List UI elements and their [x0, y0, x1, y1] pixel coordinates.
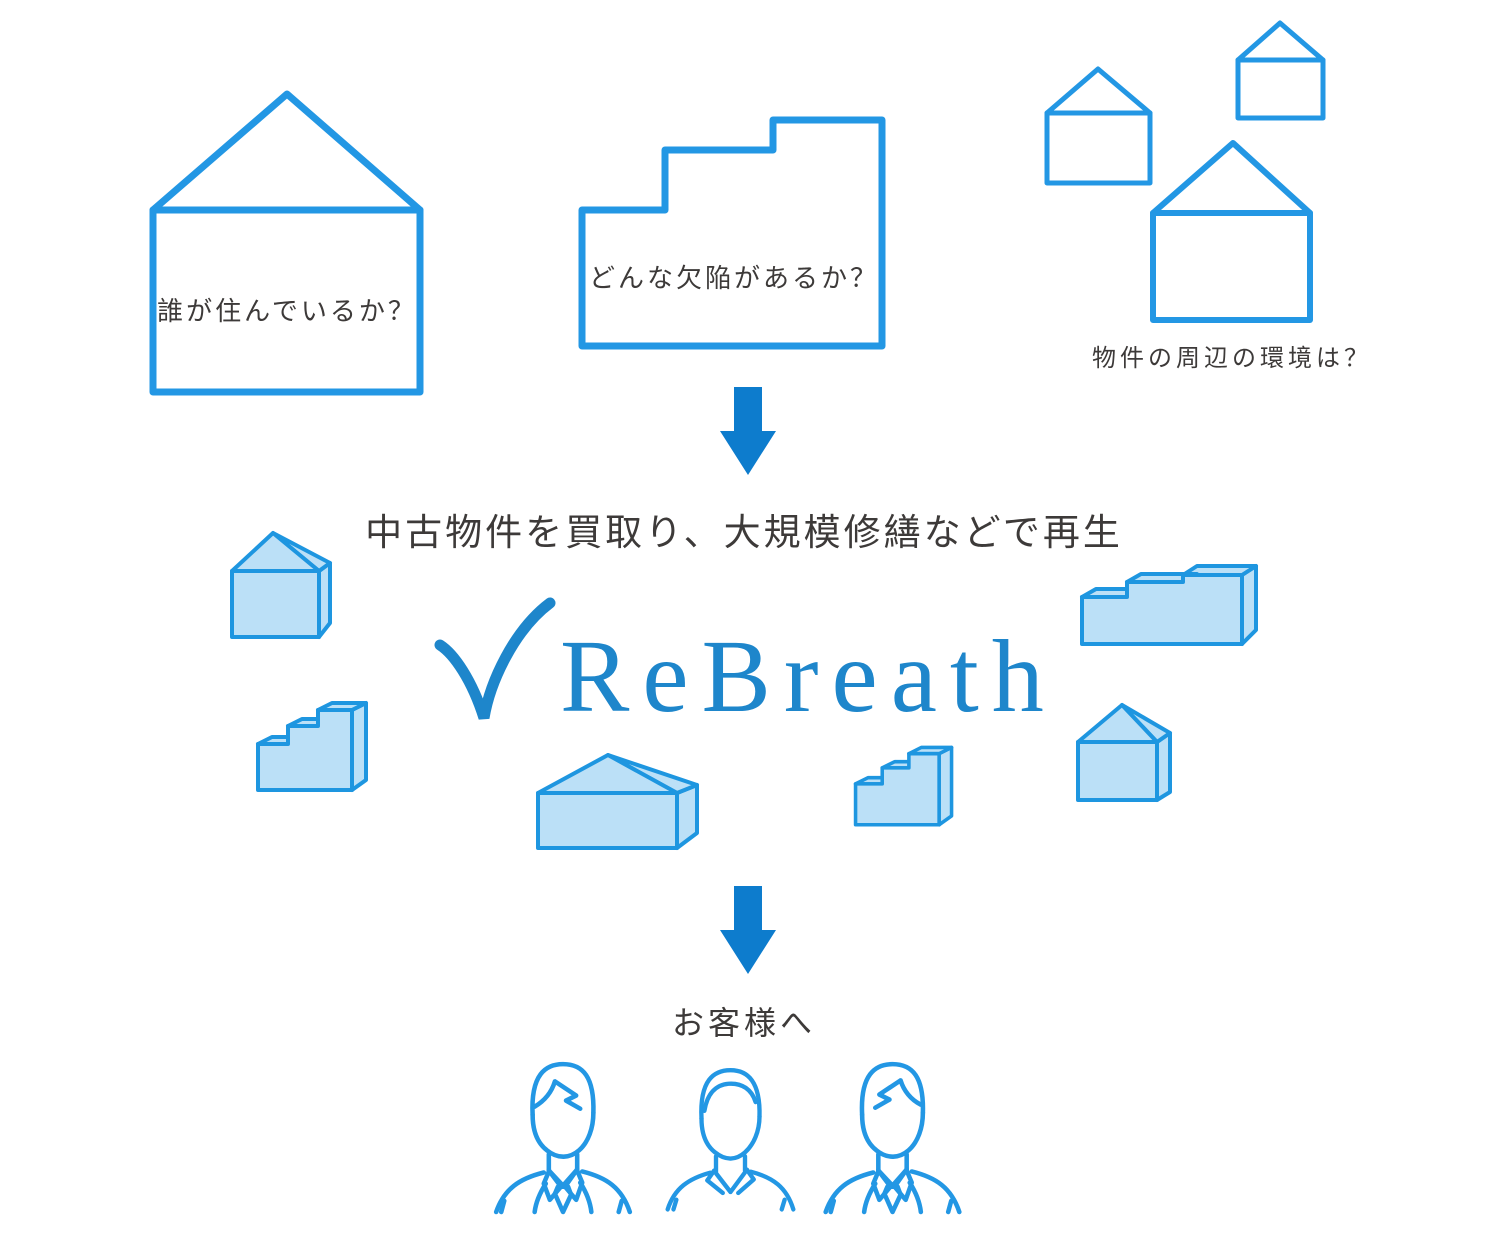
renovated-house-right-3d-icon — [1076, 703, 1172, 802]
question-label-defects: どんな欠陥があるか？ — [588, 263, 879, 293]
person-neck — [876, 1151, 909, 1173]
customer-figure-suit-right — [823, 1061, 962, 1215]
person-tie — [882, 1184, 903, 1215]
person-hair-inner — [702, 1081, 758, 1113]
down-arrow-icon — [720, 387, 776, 475]
person-sleeve-marks — [498, 1198, 625, 1215]
process-caption: 中古物件を買取り、大規模修繕などで再生 — [365, 512, 1123, 553]
question-label-who-lives: 誰が住んでいるか？ — [157, 296, 417, 326]
person-shirt-collar — [711, 1167, 750, 1195]
person-tie — [552, 1184, 574, 1215]
person-lapel-right — [892, 1167, 915, 1203]
neighborhood-house-small-right-icon — [1235, 20, 1326, 121]
person-face — [859, 1110, 926, 1159]
person-hair — [859, 1061, 926, 1118]
renovated-house-wide-3d-icon — [536, 753, 699, 850]
person-shoulders — [493, 1169, 633, 1215]
neighborhood-houses: 物件の周辺の環境は？ — [1040, 16, 1440, 376]
person-hair — [699, 1068, 762, 1121]
brand-logo-text: ReBreath — [560, 619, 1057, 734]
person-shoulders — [823, 1169, 962, 1215]
neighborhood-house-small-left-icon — [1044, 66, 1153, 186]
checkmark-icon — [434, 597, 556, 720]
neighborhood-house-large-icon — [1150, 140, 1313, 323]
customers-caption: お客様へ — [671, 1005, 816, 1041]
question-label-environment: 物件の周辺の環境は？ — [1092, 345, 1372, 372]
person-lapel-left — [541, 1168, 564, 1203]
person-hair-fringe — [873, 1078, 924, 1110]
person-hair-fringe — [532, 1079, 583, 1111]
person-neck — [713, 1154, 748, 1174]
person-lapel-left — [870, 1168, 893, 1203]
renovated-steps-big-3d-icon — [1080, 564, 1258, 646]
customer-figure-shirt-middle — [665, 1068, 796, 1212]
person-face — [530, 1110, 596, 1159]
person-jacket-edges — [861, 1180, 924, 1215]
person-neck — [546, 1151, 580, 1173]
renovated-house-3d-icon — [230, 531, 332, 639]
down-arrow-icon — [720, 886, 776, 974]
person-sleeve-marks — [828, 1198, 954, 1215]
person-hair — [530, 1061, 596, 1118]
person-face — [699, 1114, 762, 1161]
person-jacket-edges — [532, 1180, 594, 1215]
person-shoulders — [665, 1169, 796, 1212]
question-house: 誰が住んでいるか？ — [148, 88, 426, 398]
stepped-building-outline-icon — [578, 116, 886, 350]
person-sleeve-marks — [671, 1197, 787, 1212]
customer-figure-suit-left — [493, 1061, 633, 1215]
house-outline-icon — [149, 90, 424, 396]
renovated-steps-small-3d-icon — [853, 745, 954, 827]
renovated-steps-3d-icon — [256, 701, 368, 792]
question-building: どんな欠陥があるか？ — [578, 112, 890, 354]
person-lapel-right — [562, 1167, 585, 1203]
